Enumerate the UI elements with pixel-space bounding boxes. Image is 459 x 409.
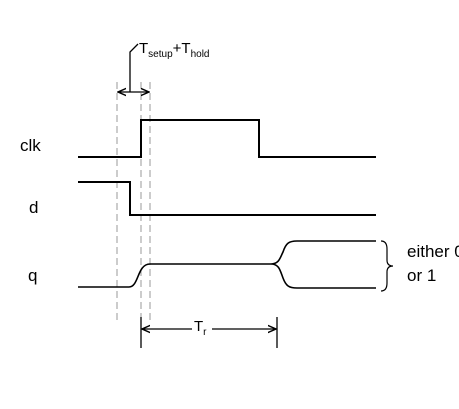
setup-hold-leader xyxy=(129,43,139,92)
setup-t: T xyxy=(139,40,148,57)
resolution-label-backdrop xyxy=(192,316,212,336)
d-waveform xyxy=(78,181,376,216)
signal-label-clk: clk xyxy=(20,136,41,155)
signal-label-d: d xyxy=(29,198,38,217)
resolution-t: T xyxy=(194,318,203,335)
hold-subscript: hold xyxy=(191,49,210,60)
setup-hold-label: Tsetup+Thold xyxy=(139,40,209,60)
clk-waveform xyxy=(78,119,376,158)
resolution-label: Tr xyxy=(194,318,207,338)
outcome-line-2: or 1 xyxy=(407,266,436,285)
setup-hold-dimension xyxy=(118,43,149,92)
plus-sign: + xyxy=(173,40,182,57)
q-waveform xyxy=(78,240,376,289)
setup-subscript: setup xyxy=(148,49,173,60)
hold-t: T xyxy=(181,40,190,57)
outcome-line-1: either 0 xyxy=(407,242,459,261)
resolution-subscript: r xyxy=(203,327,207,338)
signal-label-q: q xyxy=(28,266,37,285)
outcome-brace xyxy=(380,240,394,292)
